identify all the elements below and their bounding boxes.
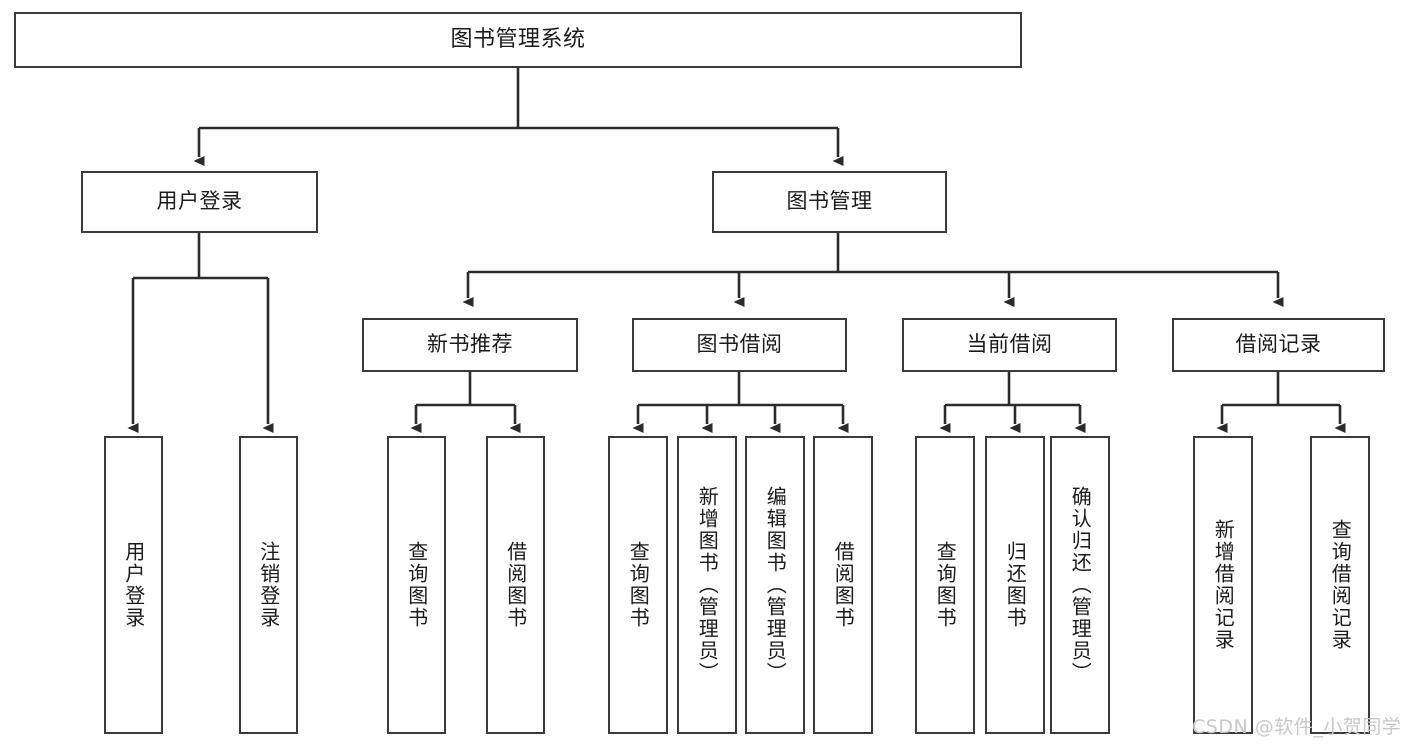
leaf-new-book-borrow-book[interactable]: 借阅图书 xyxy=(486,436,545,734)
node-new-book-recommend[interactable]: 新书推荐 xyxy=(362,318,578,372)
leaf-new-book-query-book[interactable]: 查询图书 xyxy=(387,436,446,734)
node-label: 借阅记录 xyxy=(1235,332,1322,357)
node-label: 新增借阅记录 xyxy=(1211,519,1236,651)
node-label: 编辑图书（管理员） xyxy=(763,486,788,684)
node-current-borrow[interactable]: 当前借阅 xyxy=(902,318,1117,372)
leaf-book-borrow-query-book[interactable]: 查询图书 xyxy=(608,436,668,734)
node-label: 用户登录 xyxy=(121,541,146,629)
node-label: 用户登录 xyxy=(156,189,243,214)
node-user-login[interactable]: 用户登录 xyxy=(81,171,318,233)
node-label: 查询图书 xyxy=(404,541,429,629)
leaf-user-login-logout[interactable]: 注销登录 xyxy=(239,436,298,734)
node-label: 图书借阅 xyxy=(696,332,783,357)
leaf-book-borrow-edit-book-admin[interactable]: 编辑图书（管理员） xyxy=(745,436,805,734)
node-label: 图书管理系统 xyxy=(450,26,586,52)
node-label: 注销登录 xyxy=(256,541,281,629)
node-label: 图书管理 xyxy=(786,189,873,214)
leaf-book-borrow-borrow-book[interactable]: 借阅图书 xyxy=(813,436,873,734)
leaf-current-borrow-confirm-return-admin[interactable]: 确认归还（管理员） xyxy=(1050,436,1110,734)
node-borrow-record[interactable]: 借阅记录 xyxy=(1172,318,1385,372)
leaf-book-borrow-add-book-admin[interactable]: 新增图书（管理员） xyxy=(677,436,737,734)
leaf-borrow-record-add-record[interactable]: 新增借阅记录 xyxy=(1193,436,1253,734)
node-label: 确认归还（管理员） xyxy=(1068,486,1093,684)
node-label: 借阅图书 xyxy=(831,541,856,629)
node-book-borrow[interactable]: 图书借阅 xyxy=(632,318,847,372)
leaf-current-borrow-query-book[interactable]: 查询图书 xyxy=(915,436,975,734)
node-label: 新增图书（管理员） xyxy=(695,486,720,684)
node-label: 当前借阅 xyxy=(966,332,1053,357)
node-label: 归还图书 xyxy=(1003,541,1028,629)
node-label: 借阅图书 xyxy=(503,541,528,629)
leaf-borrow-record-query-record[interactable]: 查询借阅记录 xyxy=(1310,436,1370,734)
node-label: 查询借阅记录 xyxy=(1328,519,1353,651)
node-label: 新书推荐 xyxy=(427,332,513,357)
node-label: 查询图书 xyxy=(933,541,958,629)
node-label: 查询图书 xyxy=(626,541,651,629)
leaf-current-borrow-return-book[interactable]: 归还图书 xyxy=(985,436,1045,734)
node-book-management[interactable]: 图书管理 xyxy=(712,171,947,233)
leaf-user-login-login[interactable]: 用户登录 xyxy=(104,436,163,734)
node-book-management-system[interactable]: 图书管理系统 xyxy=(14,12,1022,68)
